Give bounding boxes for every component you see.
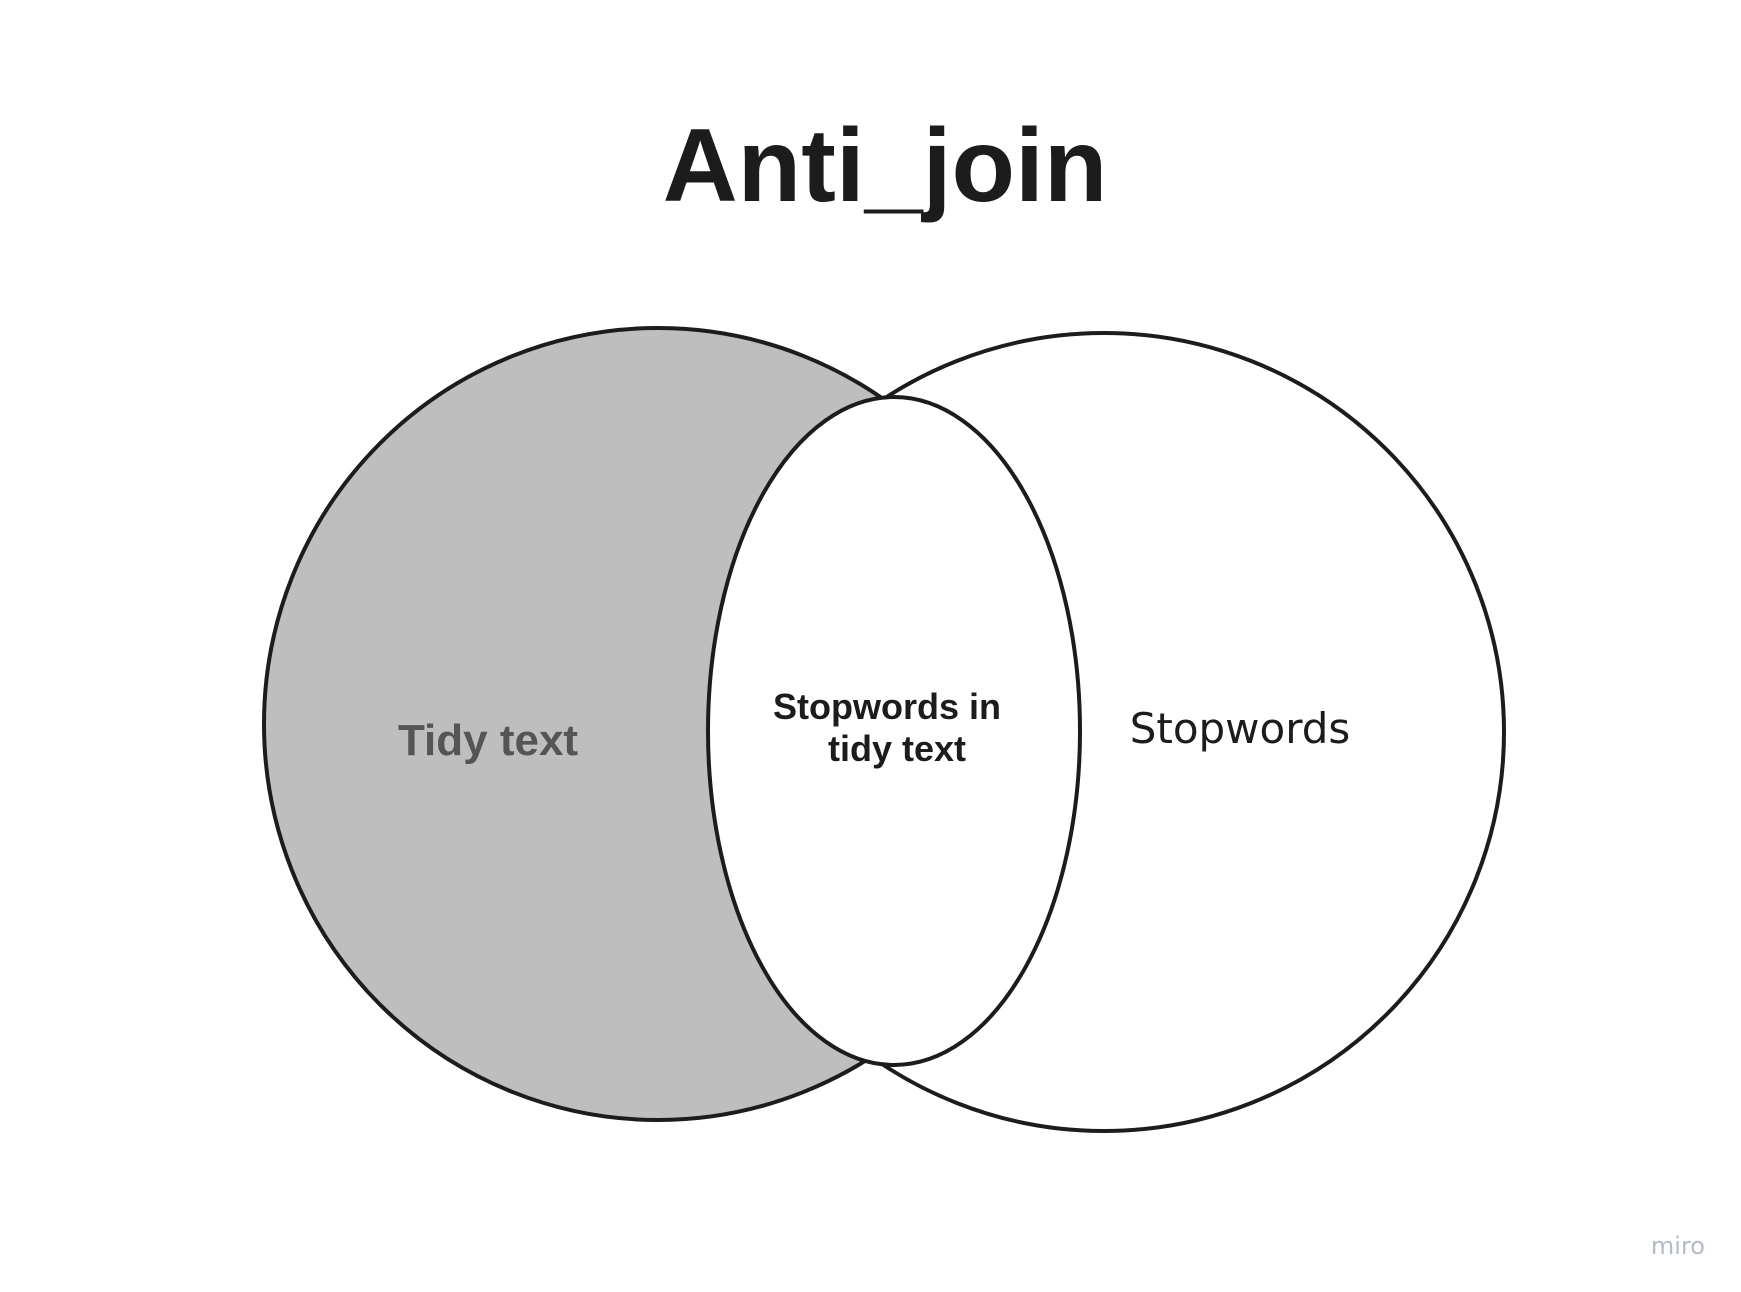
right-set-label: Stopwords [1130, 704, 1351, 753]
diagram-title: Anti_join [663, 108, 1108, 224]
intersection-label-line-2: tidy text [828, 728, 966, 769]
intersection-label: Stopwords in tidy text [773, 686, 1011, 769]
miro-watermark: miro [1651, 1232, 1705, 1260]
intersection-label-line-1: Stopwords in [773, 686, 1001, 727]
intersection-region [706, 395, 1082, 1067]
left-set-label: Tidy text [398, 716, 578, 765]
